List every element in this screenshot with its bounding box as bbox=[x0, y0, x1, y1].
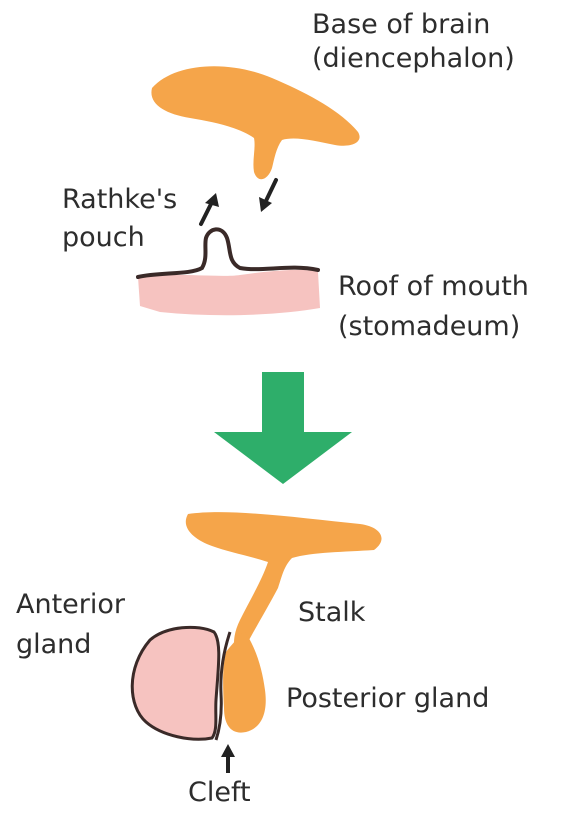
down-arrow-icon bbox=[259, 180, 276, 212]
label-rathkes-line2: pouch bbox=[62, 221, 177, 255]
label-anterior-gland: Anterior gland bbox=[16, 588, 125, 662]
label-base-of-brain-line1: Base of brain bbox=[312, 8, 515, 42]
label-stalk: Stalk bbox=[298, 596, 365, 630]
label-base-of-brain: Base of brain (diencephalon) bbox=[312, 8, 515, 76]
label-cleft: Cleft bbox=[188, 776, 251, 810]
diencephalon-tissue bbox=[151, 66, 359, 179]
label-anterior-line1: Anterior bbox=[16, 588, 125, 622]
label-roof-line1: Roof of mouth bbox=[338, 270, 562, 304]
cleft-arrow-icon bbox=[221, 744, 235, 773]
label-base-of-brain-line2: (diencephalon) bbox=[312, 42, 515, 76]
up-arrow-icon bbox=[201, 193, 219, 224]
label-roof-of-mouth: Roof of mouth (stomadeum) bbox=[338, 270, 562, 344]
label-posterior-gland: Posterior gland bbox=[286, 682, 489, 716]
label-rathkes-pouch: Rathke's pouch bbox=[62, 183, 177, 255]
stomadeum-tissue bbox=[138, 270, 320, 315]
posterior-gland-shape bbox=[223, 630, 266, 733]
label-roof-line2: (stomadeum) bbox=[338, 310, 562, 344]
label-anterior-line2: gland bbox=[16, 628, 125, 662]
transition-arrow-icon bbox=[214, 372, 352, 484]
label-rathkes-line1: Rathke's bbox=[62, 183, 177, 217]
anterior-gland-shape bbox=[132, 627, 219, 739]
